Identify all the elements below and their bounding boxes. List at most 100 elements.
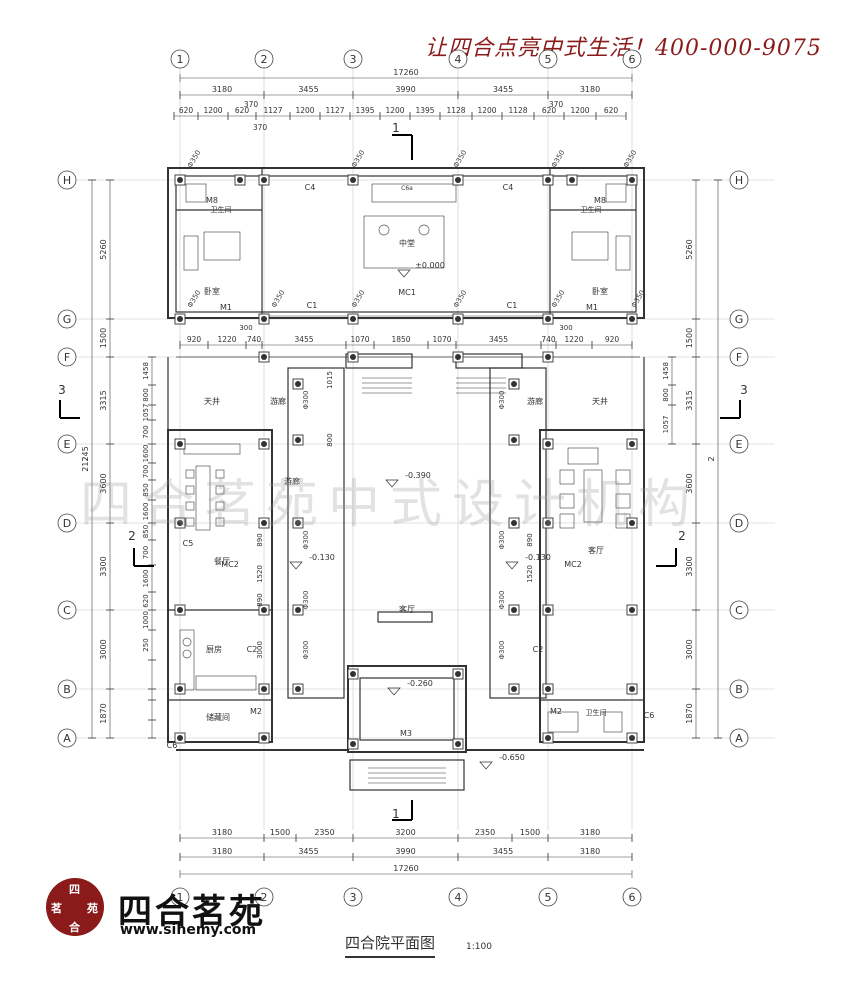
west-corridor xyxy=(287,367,345,699)
dim-value: 1520 xyxy=(526,565,534,583)
section-number: 1 xyxy=(392,121,400,135)
toilet-fixture xyxy=(605,183,627,203)
column-dia-label: Φ300 xyxy=(498,591,506,610)
axis-bubble xyxy=(729,679,749,699)
axis-label: 5 xyxy=(545,891,552,904)
dim-value: 1600 xyxy=(142,503,150,521)
axis-bubble xyxy=(170,49,190,69)
column-dia-label: Φ350 xyxy=(350,289,366,309)
dim-value: 3455 xyxy=(298,85,318,94)
dim-total: 21245 xyxy=(81,446,90,471)
axis-label: 3 xyxy=(350,891,357,904)
armchair xyxy=(559,493,575,509)
dim-value: 740 xyxy=(247,335,262,344)
column-core xyxy=(350,354,356,360)
dim-value: 3300 xyxy=(99,556,108,576)
axis-label: 1 xyxy=(177,53,184,66)
column-core xyxy=(545,520,551,526)
column-core xyxy=(177,520,183,526)
hall-steps xyxy=(345,353,413,369)
column-core xyxy=(545,354,551,360)
room-label: 天井 xyxy=(592,396,608,406)
axis-label: F xyxy=(736,351,742,364)
kitchen-counter xyxy=(179,629,195,691)
north-outer-wall xyxy=(167,167,645,319)
dim-value: 1200 xyxy=(295,106,314,115)
axis-bubble xyxy=(57,434,77,454)
door-window-tag: C2 xyxy=(247,645,258,654)
brand-url[interactable]: www.sihemy.com xyxy=(120,922,257,938)
dim-value: 1850 xyxy=(391,335,410,344)
dim-value: 3990 xyxy=(395,85,415,94)
section-number: 3 xyxy=(58,383,66,397)
axis-label: 6 xyxy=(629,53,636,66)
dimension-lines xyxy=(88,74,722,878)
dim-value: 300 xyxy=(559,324,572,332)
dim-value: 1200 xyxy=(570,106,589,115)
column-dia-label: Φ300 xyxy=(498,531,506,550)
dim-value: 3000 xyxy=(99,639,108,659)
column-core xyxy=(295,437,301,443)
axis-label: 2 xyxy=(261,891,268,904)
dim-value: 850 xyxy=(142,525,150,538)
chair xyxy=(185,485,195,495)
dim-value: 1458 xyxy=(662,362,670,380)
bed-west xyxy=(203,231,241,261)
dim-total: 17260 xyxy=(393,864,418,873)
column-dia-label: Φ350 xyxy=(350,149,366,169)
level-value: ±0.000 xyxy=(415,261,445,270)
dim-value: 1220 xyxy=(564,335,583,344)
axis-bubble xyxy=(448,49,468,69)
axis-label: A xyxy=(735,732,743,745)
chair xyxy=(215,469,225,479)
dim-value: 800 xyxy=(326,433,334,446)
wardrobe xyxy=(615,235,631,271)
axis-label: F xyxy=(64,351,70,364)
dim-value: 850 xyxy=(142,483,150,496)
armchair xyxy=(615,469,631,485)
chair xyxy=(215,485,225,495)
chair xyxy=(215,517,225,527)
axis-bubble xyxy=(448,887,468,907)
axis-label: A xyxy=(63,732,71,745)
axis-label: H xyxy=(63,174,71,187)
room-label: 客厅 xyxy=(588,545,604,555)
column-core xyxy=(261,520,267,526)
door-window-tag: MC1 xyxy=(398,288,416,297)
level-triangle xyxy=(385,479,399,488)
column-core xyxy=(511,381,517,387)
column-core xyxy=(261,607,267,613)
level-triangle xyxy=(479,761,493,770)
axis-label: 4 xyxy=(455,53,462,66)
dim-value: 1870 xyxy=(99,703,108,723)
walls xyxy=(167,167,645,791)
column-core xyxy=(177,735,183,741)
axis-bubble xyxy=(729,513,749,533)
axis-bubble xyxy=(343,887,363,907)
axis-label: 5 xyxy=(545,53,552,66)
column-dia-label: Φ350 xyxy=(550,149,566,169)
axis-bubble xyxy=(729,600,749,620)
column-dia-label: Φ300 xyxy=(498,641,506,660)
toilet-fixture xyxy=(185,183,207,203)
dim-value: 620 xyxy=(604,106,619,115)
dim-value: 1015 xyxy=(326,371,334,389)
room-label: 客厅 xyxy=(399,604,415,614)
hall-steps xyxy=(455,353,523,369)
column-core xyxy=(629,520,635,526)
level-triangle xyxy=(397,269,411,278)
axis-label: H xyxy=(735,174,743,187)
east-wing-wall xyxy=(539,429,645,743)
level-value: -0.390 xyxy=(405,471,431,480)
dim-value: 1870 xyxy=(685,703,694,723)
axis-label: G xyxy=(63,313,72,326)
axis-label: B xyxy=(63,683,71,696)
axis-label: E xyxy=(736,438,743,451)
dim-value: 1070 xyxy=(432,335,451,344)
column-core xyxy=(455,177,461,183)
door-window-tag: C6a xyxy=(401,185,413,192)
door-window-tag: M8 xyxy=(206,196,218,205)
dim-value: 1600 xyxy=(142,570,150,588)
chair xyxy=(185,469,195,479)
